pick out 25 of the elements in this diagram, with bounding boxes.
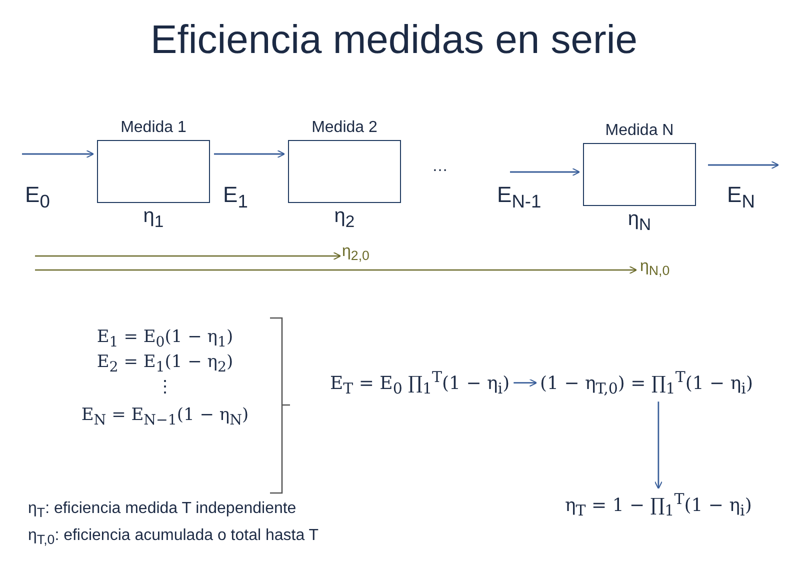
cumulative-efficiency-label: η$_{2,0}$ [342,243,370,264]
arrow [514,378,538,387]
slide-title: Eficiencia medidas en serie [150,18,638,63]
formula: E$_{T}$ = E$_{0}$ ∏$_{1}$$^{T}$(1 − η$_{i}$) [330,368,510,398]
vertical-ellipsis: ⋮ [156,376,174,397]
definition-note: η$_{T}$: eficiencia medida T independiente [28,500,296,520]
stage-heading: Medida N [604,121,675,141]
cumulative-efficiency-label: η$_{N,0}$ [640,258,670,278]
efficiency-symbol: η$_{2}$ [334,205,355,232]
definition-note: η$_{T,0}$: eficiencia acumulada o total hasta T [28,527,319,548]
equation: E$_{1}$ = E$_{0}$(1 − η$_{1}$) [96,327,234,350]
arrow [214,150,286,158]
formula: η$_{T}$ = 1 − ∏$_{1}$$^{T}$(1 − η$_{i}$) [565,490,752,520]
efficiency-symbol: η$_{1}$ [143,205,164,232]
stage-heading: Medida 1 [120,118,188,138]
ellipsis: … [432,158,448,176]
formula: (1 − η$_{T,0}$) = ∏$_{1}$$^{T}$(1 − η$_{i}$) [540,368,753,398]
arrow [708,160,780,170]
arrow [510,168,580,176]
efficiency-symbol: η$_{N}$ [628,208,652,235]
arrow [654,402,662,490]
stage-heading: Medida 2 [310,118,378,138]
equation: E$_{2}$ = E$_{1}$(1 − η$_{2}$) [96,352,234,376]
equation: E$_{N}$ = E$_{N−1}$(1 − η$_{N}$) [81,405,249,428]
arrow [22,150,94,158]
